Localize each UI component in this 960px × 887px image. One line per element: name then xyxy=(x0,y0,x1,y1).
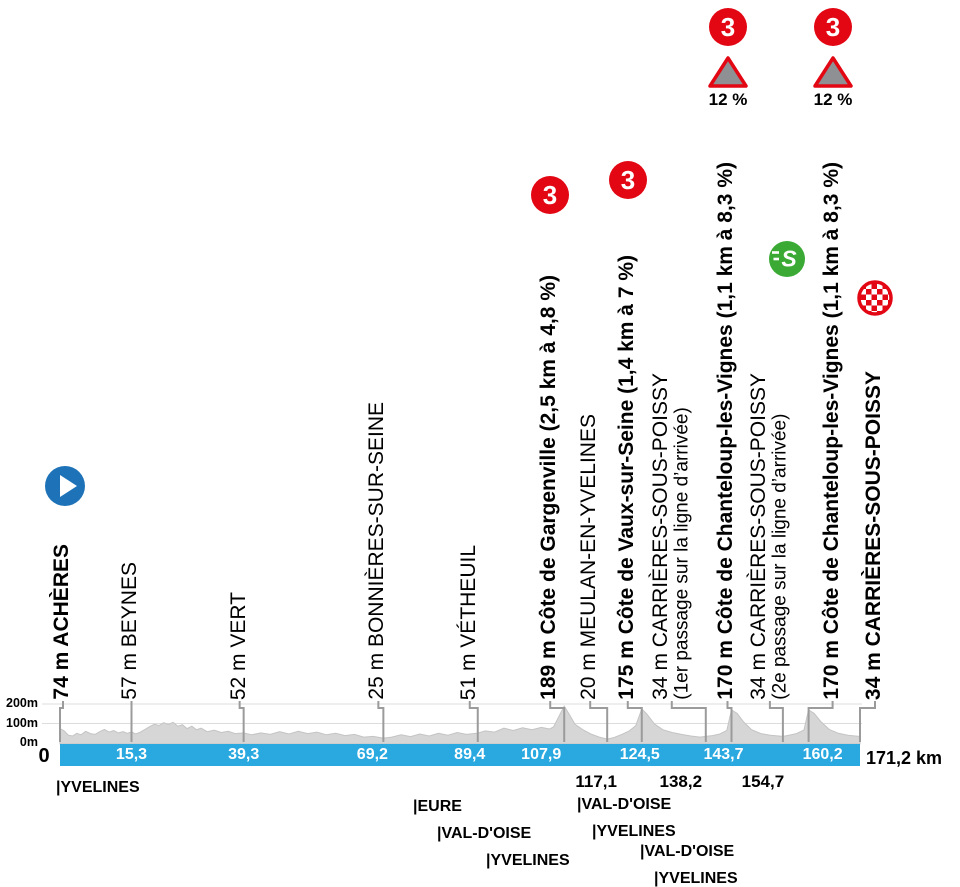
department-label: |YVELINES xyxy=(486,852,570,869)
waypoint-label: 25 m BONNIÈRES-SUR-SEINE xyxy=(365,402,389,700)
elevation-profile-area xyxy=(59,705,861,745)
waypoint-connector-line xyxy=(468,701,479,742)
waypoint-name: 52 m VERT xyxy=(226,591,250,700)
waypoint-connector-line xyxy=(807,701,834,742)
waypoint-connector-line xyxy=(859,701,876,742)
category-3-climb-badge: 3 xyxy=(814,8,852,46)
waypoint-name: 25 m BONNIÈRES-SUR-SEINE xyxy=(365,402,389,700)
total-distance-label: 171,2 km xyxy=(866,748,943,768)
department-label: |YVELINES xyxy=(592,823,676,840)
elevation-axis-label: 200m xyxy=(6,696,38,710)
waypoint-name: 57 m BEYNES xyxy=(118,562,142,700)
waypoint-label: 170 m Côte de Chanteloup-les-Vignes (1,1… xyxy=(819,162,843,700)
department-label: |YVELINES xyxy=(56,779,140,796)
waypoint-connector-line xyxy=(377,701,385,742)
waypoint-label: 20 m MEULAN-EN-YVELINES xyxy=(577,414,601,700)
waypoint-passage-note: (1er passage sur la ligne d’arrivée) xyxy=(671,407,693,700)
waypoint-name: 74 m ACHÈRES xyxy=(50,544,73,700)
distance-km-label: 160,2 xyxy=(802,746,843,763)
department-label: |VAL-D'OISE xyxy=(640,843,735,860)
waypoint-connector-line xyxy=(589,701,609,742)
waypoint-label: 52 m VERT xyxy=(226,591,250,700)
elevation-axis-label: 0m xyxy=(19,735,38,749)
waypoint-label: 34 m CARRIÈRES-SOUS-POISSY xyxy=(862,370,885,700)
waypoint-name: 34 m CARRIÈRES-SOUS-POISSY xyxy=(746,373,770,700)
waypoint-name: 34 m CARRIÈRES-SOUS-POISSY xyxy=(648,373,672,700)
waypoint-label: 51 m VÉTHEUIL xyxy=(456,544,480,700)
department-label: |VAL-D'OISE xyxy=(437,825,532,842)
waypoint-passage-note: (2e passage sur la ligne d’arrivée) xyxy=(769,413,791,700)
department-label: |EURE xyxy=(413,798,462,815)
distance-km-label: 15,3 xyxy=(115,746,148,763)
waypoint-connector-line xyxy=(768,701,784,742)
waypoint-connector-line xyxy=(59,701,64,742)
waypoint-name: 189 m Côte de Gargenville (2,5 km à 4,8 … xyxy=(537,275,561,700)
waypoint-name: 34 m CARRIÈRES-SOUS-POISSY xyxy=(862,370,885,700)
elevation-axis-label: 100m xyxy=(6,715,38,730)
start-icon xyxy=(45,466,85,506)
waypoint-connector-line xyxy=(726,701,733,742)
waypoint-label: 57 m BEYNES xyxy=(118,562,142,700)
waypoint-connector-line xyxy=(238,701,245,742)
waypoint-connector-line xyxy=(670,701,707,742)
waypoint-name: 20 m MEULAN-EN-YVELINES xyxy=(577,414,601,700)
gradient-percent-label: 12 % xyxy=(708,90,748,109)
department-label: |YVELINES xyxy=(654,870,738,887)
distance-km-label: 117,1 xyxy=(575,772,617,791)
distance-km-label: 138,2 xyxy=(659,772,703,791)
waypoint-label: 34 m CARRIÈRES-SOUS-POISSY(1er passage s… xyxy=(648,373,693,700)
waypoint-connector-line xyxy=(626,701,643,742)
start-distance-label: 0 xyxy=(38,745,50,767)
distance-km-label: 124,5 xyxy=(619,746,660,763)
distance-km-label: 89,4 xyxy=(454,746,486,763)
distance-km-label: 154,7 xyxy=(741,772,785,791)
department-label: |VAL-D'OISE xyxy=(577,796,672,813)
distance-km-label: 69,2 xyxy=(356,746,388,763)
distance-km-label: 39,3 xyxy=(228,746,260,763)
finish-icon xyxy=(857,280,893,316)
category-3-climb-badge: 3 xyxy=(609,161,647,199)
distance-km-label: 107,9 xyxy=(521,746,562,763)
distance-bar xyxy=(60,744,860,766)
intermediate-sprint-icon: S xyxy=(769,241,805,277)
category-3-climb-badge: 3 xyxy=(709,8,747,46)
waypoint-name: 175 m Côte de Vaux-sur-Seine (1,4 km à 7… xyxy=(614,255,638,700)
play-triangle-icon xyxy=(60,475,77,497)
category-3-climb-badge: 3 xyxy=(531,176,569,214)
waypoint-label: 74 m ACHÈRES xyxy=(50,544,73,700)
steep-gradient-warning-icon xyxy=(813,56,853,88)
waypoint-label: 170 m Côte de Chanteloup-les-Vignes (1,1… xyxy=(714,162,738,700)
steep-gradient-warning-icon xyxy=(708,56,748,88)
gradient-percent-label: 12 % xyxy=(813,90,853,109)
waypoint-label: 189 m Côte de Gargenville (2,5 km à 4,8 … xyxy=(537,275,561,700)
waypoint-name: 170 m Côte de Chanteloup-les-Vignes (1,1… xyxy=(819,162,843,700)
waypoint-label: 34 m CARRIÈRES-SOUS-POISSY(2e passage su… xyxy=(746,373,791,700)
waypoint-connector-line xyxy=(549,701,566,742)
svg-text:S: S xyxy=(781,246,797,272)
waypoint-name: 51 m VÉTHEUIL xyxy=(456,544,480,700)
distance-km-label: 143,7 xyxy=(703,746,744,763)
waypoint-name: 170 m Côte de Chanteloup-les-Vignes (1,1… xyxy=(714,162,738,700)
waypoint-label: 175 m Côte de Vaux-sur-Seine (1,4 km à 7… xyxy=(614,255,638,700)
